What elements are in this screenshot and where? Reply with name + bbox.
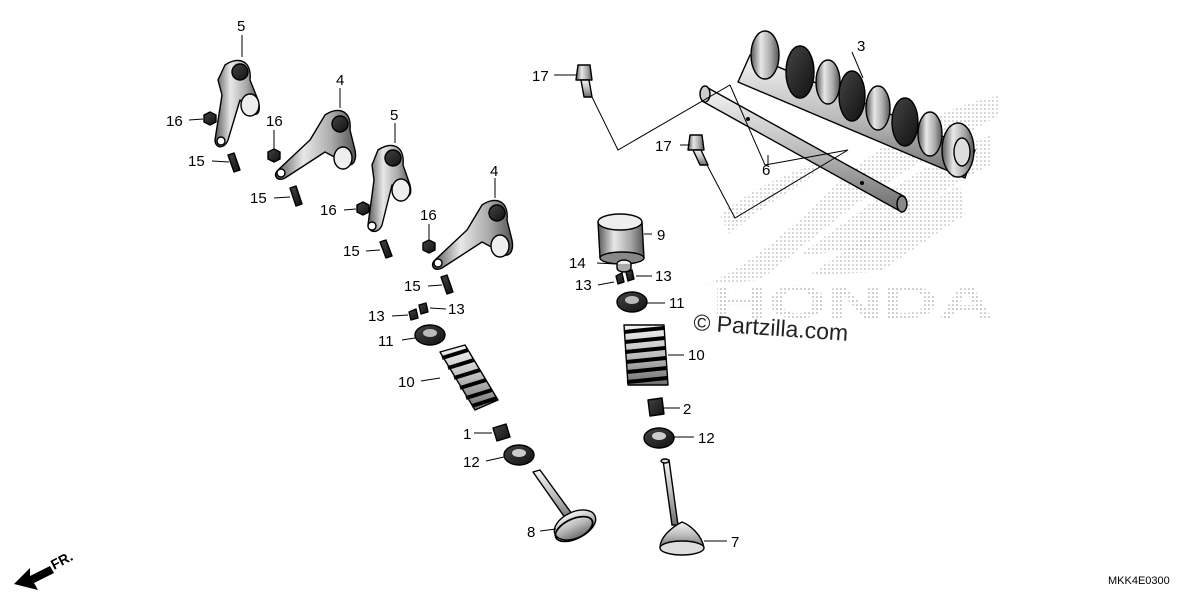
- callout-16-a: 16: [166, 113, 183, 130]
- valve-7: [659, 458, 705, 556]
- callout-10-left: 10: [398, 374, 415, 391]
- callout-labels: 5 4 5 4 16 16 16 16 15 15 15 15 13 13 11…: [166, 18, 865, 551]
- callout-16-c: 16: [320, 202, 337, 219]
- nut-16-b: [267, 148, 281, 163]
- callout-2: 2: [683, 401, 691, 418]
- callout-12-right: 12: [698, 430, 715, 447]
- shim-14: [616, 259, 632, 273]
- callout-13-right-b: 13: [575, 277, 592, 294]
- honda-brand-text: HONDA: [712, 276, 994, 328]
- callout-1: 1: [463, 426, 471, 443]
- valve-8: [532, 469, 597, 543]
- honda-brand-watermark: HONDA: [712, 276, 994, 328]
- callout-7: 7: [731, 534, 739, 551]
- callout-10-right: 10: [688, 347, 705, 364]
- bolt-17-top: [575, 64, 593, 98]
- leader-lines: [188, 35, 864, 542]
- retainer-11-right: [616, 291, 648, 313]
- rocker-arm-4-left: [274, 109, 357, 180]
- rocker-arm-5-left: [214, 59, 260, 148]
- callout-5-left: 5: [237, 18, 245, 35]
- callout-4-left: 4: [336, 72, 344, 89]
- callout-17-mid: 17: [655, 138, 672, 155]
- seat-12-right: [643, 427, 675, 449]
- callout-11-right: 11: [669, 295, 685, 312]
- front-direction-marker: FR.: [14, 548, 75, 590]
- callout-9: 9: [657, 227, 665, 244]
- nut-16-d: [422, 239, 436, 254]
- seal-2: [647, 397, 665, 417]
- spring-10-left: [439, 344, 499, 411]
- callout-16-d: 16: [420, 207, 437, 224]
- seat-12-left: [503, 444, 535, 466]
- callout-15-c: 15: [343, 243, 360, 260]
- callout-15-d: 15: [404, 278, 421, 295]
- callout-4-right: 4: [490, 163, 498, 180]
- callout-14: 14: [569, 255, 586, 272]
- retainer-11-left: [414, 324, 446, 346]
- callout-13-left-a: 13: [368, 308, 385, 325]
- camshaft: [737, 30, 976, 179]
- bolt-17-mid: [687, 134, 709, 166]
- callout-5-mid: 5: [390, 107, 398, 124]
- screw-15-d: [440, 274, 454, 295]
- callout-12-left: 12: [463, 454, 480, 471]
- rocker-arm-5-mid: [367, 144, 412, 233]
- lifter-9: [597, 213, 645, 265]
- callout-13-right-a: 13: [655, 268, 672, 285]
- callout-17-top: 17: [532, 68, 549, 85]
- screw-15-c: [379, 239, 393, 259]
- callout-11-left: 11: [378, 333, 394, 350]
- screw-15-b: [289, 185, 303, 207]
- front-marker-text: FR.: [48, 548, 75, 573]
- rocker-arm-4-right: [431, 199, 514, 270]
- callout-15-b: 15: [250, 190, 267, 207]
- spring-10-right: [623, 324, 669, 386]
- rocker-arm-shaft: [699, 85, 908, 213]
- callout-13-left-b: 13: [448, 301, 465, 318]
- nut-16-c: [356, 201, 370, 216]
- cotters-13-right: [615, 269, 635, 285]
- callout-6: 6: [762, 162, 770, 179]
- callout-3: 3: [857, 38, 865, 55]
- seal-1: [492, 423, 511, 442]
- nut-16-a: [203, 111, 217, 126]
- screw-15-a: [227, 152, 241, 173]
- callout-16-b: 16: [266, 113, 283, 130]
- cotters-13-left: [408, 302, 429, 321]
- callout-15-a: 15: [188, 153, 205, 170]
- callout-8: 8: [527, 524, 535, 541]
- diagram-code: MKK4E0300: [1108, 575, 1170, 587]
